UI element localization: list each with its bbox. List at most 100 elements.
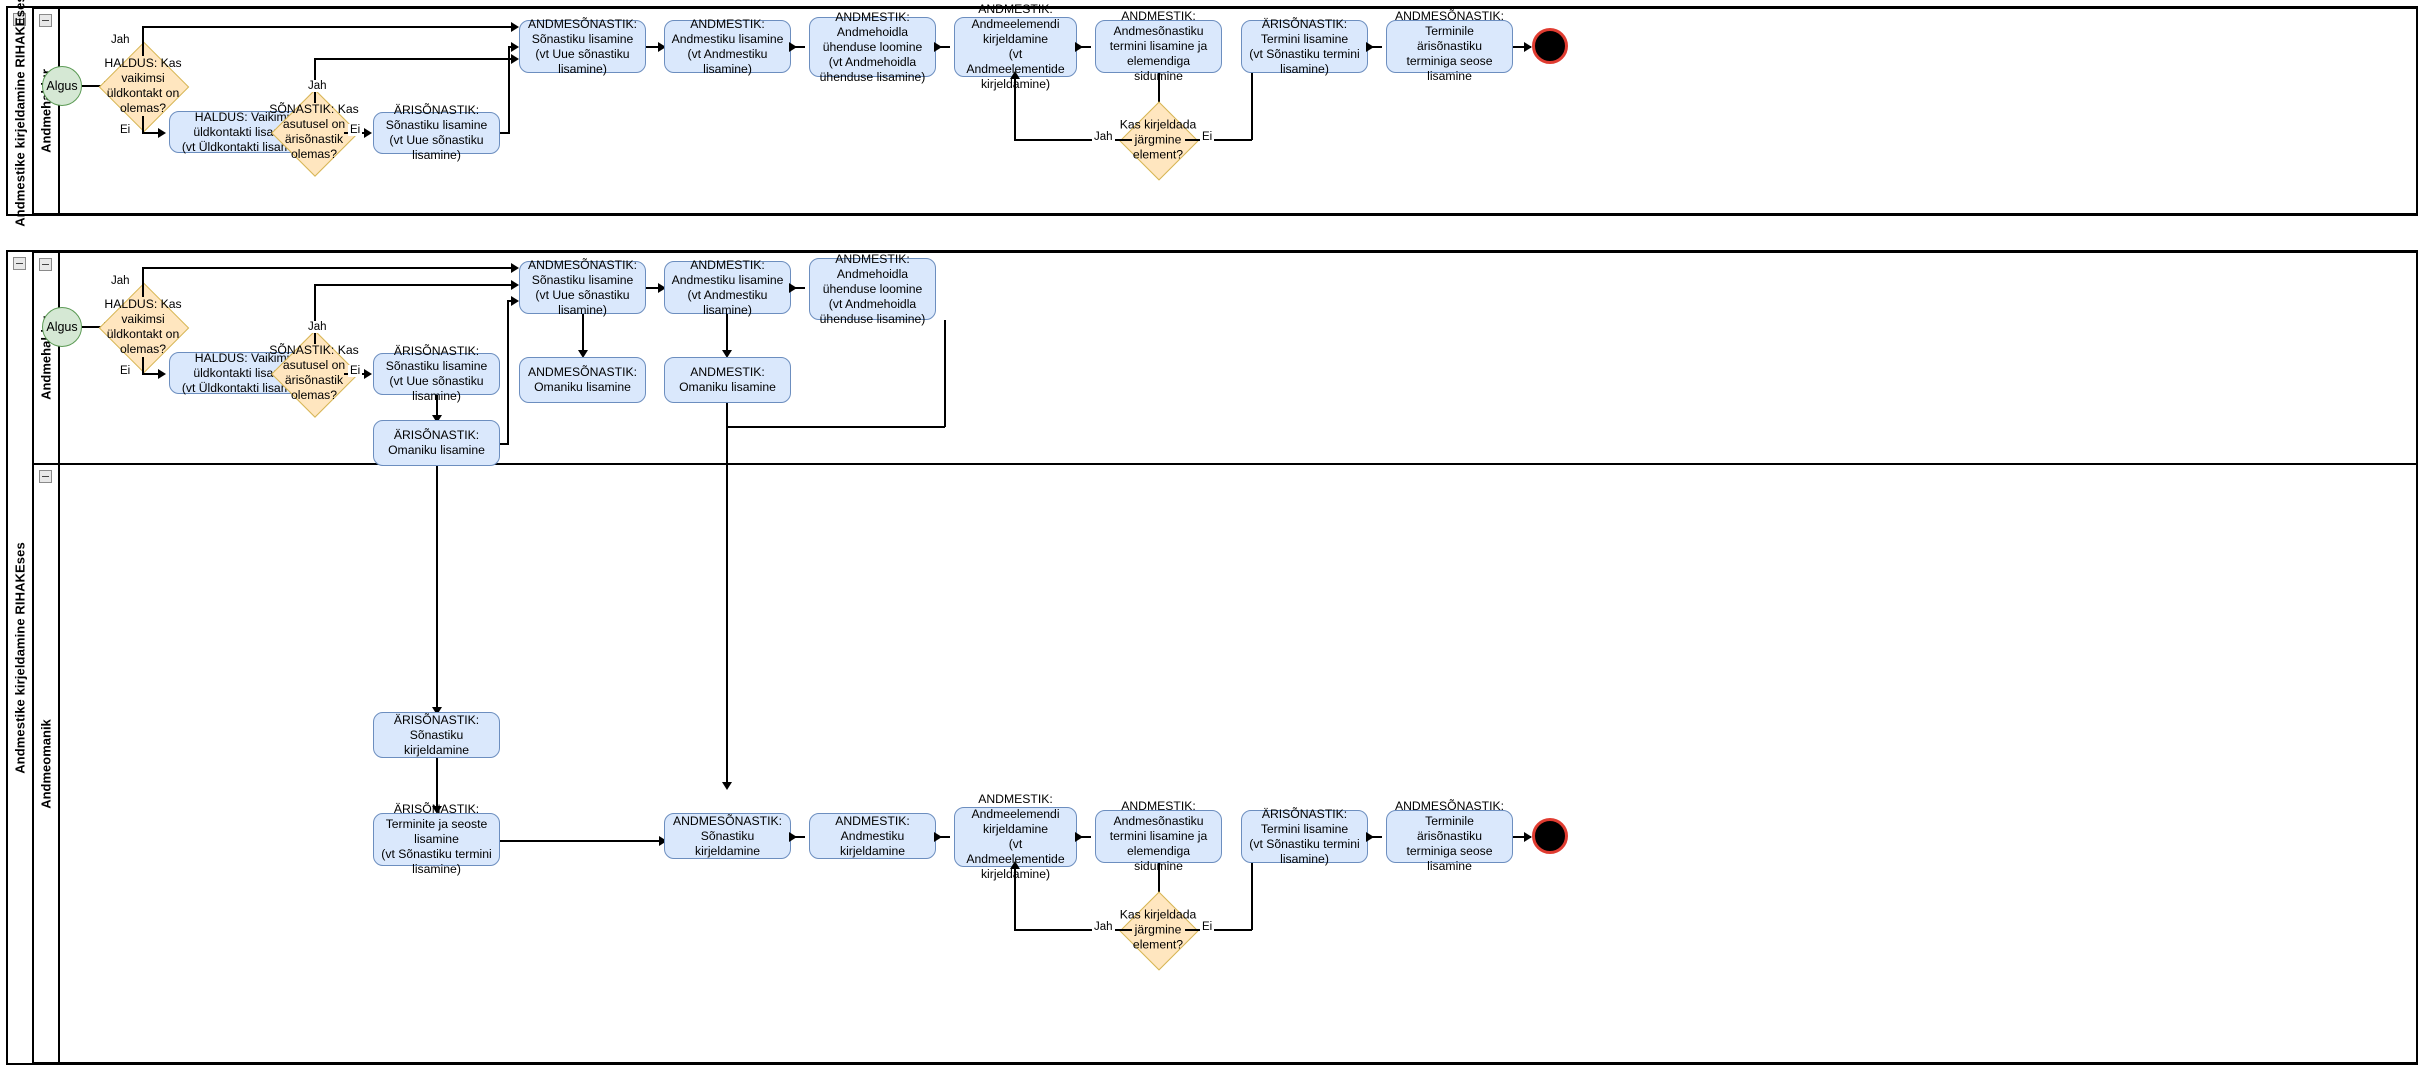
arrowhead (1075, 832, 1083, 842)
gateway-next-element-bottom[interactable]: Kas kirjeldada järgmine element? (1119, 891, 1199, 971)
gateway-next-element-top[interactable]: Kas kirjeldada järgmine element? (1119, 101, 1199, 181)
edge-bizowner-in-bottom (507, 300, 514, 302)
arrowhead (511, 22, 519, 32)
gateway-label: HALDUS: Kas vaikimsi üldkontakt on olema… (104, 56, 182, 115)
lane-bottom-a-title-bar: Andmehaldur (34, 252, 60, 464)
pool-top: Andmestike kirjeldamine RIHAKEses Andmeh… (6, 0, 2418, 227)
lane-bottom-a-collapse-icon[interactable] (39, 258, 52, 271)
end-event-top[interactable] (1532, 28, 1568, 64)
arrowhead (1524, 832, 1532, 842)
edge-gw-next-no-right-top (1185, 139, 1252, 141)
task-dataset-bottom[interactable]: ANDMESTIK: Andmestiku lisamine (vt Andme… (664, 258, 791, 317)
edge-element-to-termbind-bottom (1077, 836, 1091, 838)
arrowhead (658, 283, 666, 293)
task-business-term-top[interactable]: ÄRISÕNASTIK: Termini lisamine (vt Sõnast… (1241, 17, 1368, 76)
edge-gw1-yes-up-bottom (142, 267, 144, 297)
edge-gw1-yes-up-top (142, 26, 144, 56)
edge-gw-next-no-up-bottom (1251, 836, 1253, 930)
pool-bottom: Andmestike kirjeldamine RIHAKEses Andmeh… (6, 250, 2418, 1065)
edge-gw-next-yes-left-bottom (1014, 929, 1132, 931)
edge-bizgloss-out-top (500, 132, 510, 134)
task-describe-element-top[interactable]: ANDMESTIK: Andmeelemendi kirjeldamine (v… (954, 2, 1077, 91)
task-data-glossary-describe-bottom[interactable]: ANDMESÕNASTIK: Sõnastiku kirjeldamine (664, 813, 791, 859)
pool-bottom-title: Andmestike kirjeldamine RIHAKEses (12, 541, 28, 774)
edge-label-no: Ei (348, 124, 363, 136)
edge-bizowner-down-bottom (436, 466, 438, 711)
arrowhead (158, 128, 166, 138)
edge-label-yes: Jah (1092, 921, 1115, 933)
task-warehouse-connection-bottom[interactable]: ANDMESTIK: Andmehoidla ühenduse loomine … (809, 252, 936, 326)
lane-top-title-bar: Andmehaldur (34, 8, 60, 214)
lane-top-collapse-icon[interactable] (39, 14, 52, 27)
task-terms-relations-bottom[interactable]: ÄRISÕNASTIK: Terminite ja seoste lisamin… (373, 802, 500, 876)
task-data-glossary-owner-bottom[interactable]: ANDMESÕNASTIK: Omaniku lisamine (519, 357, 646, 403)
arrowhead (511, 296, 519, 306)
edge-termbind-down-top (1158, 73, 1160, 109)
edge-to-laneb-down-bottom (726, 426, 728, 786)
arrowhead (432, 707, 442, 715)
lane-bottom-b-title: Andmeomanik (38, 718, 54, 809)
edge-bizowner-right-bottom (500, 443, 509, 445)
edge-gw2-yes-right-bottom (314, 284, 513, 286)
edge-label-yes: Jah (109, 275, 132, 287)
arrowhead (511, 280, 519, 290)
task-data-glossary-top[interactable]: ANDMESÕNASTIK: Sõnastiku lisamine (vt Uu… (519, 17, 646, 76)
edge-termbind-down-bottom (1158, 863, 1160, 899)
arrowhead (789, 283, 797, 293)
arrowhead (511, 263, 519, 273)
edge-gw2-yes-up-bottom (314, 284, 316, 344)
task-business-term-bottom[interactable]: ÄRISÕNASTIK: Termini lisamine (vt Sõnast… (1241, 807, 1368, 866)
edge-dataset-to-owner-bottom (726, 314, 728, 354)
task-dataset-top[interactable]: ANDMESTIK: Andmestiku lisamine (vt Andme… (664, 17, 791, 76)
arrowhead (578, 350, 588, 358)
task-data-glossary-bottom[interactable]: ANDMESÕNASTIK: Sõnastiku lisamine (vt Uu… (519, 258, 646, 317)
end-event-bottom[interactable] (1532, 818, 1568, 854)
arrowhead (789, 832, 797, 842)
edge-gw1-no-right-top (142, 132, 160, 134)
lane-bottom-b-collapse-icon[interactable] (39, 470, 52, 483)
edge-dglos-to-owner-bottom (582, 314, 584, 354)
task-dataset-owner-bottom[interactable]: ANDMESTIK: Omaniku lisamine (664, 357, 791, 403)
gateway-default-contact-top[interactable]: HALDUS: Kas vaikimsi üldkontakt on olema… (98, 41, 190, 133)
start-event-top[interactable]: Algus (42, 66, 82, 106)
gateway-has-glossary-top[interactable]: SÕNASTIK: Kas asutusel on ärisõnastik ol… (269, 89, 359, 177)
task-dataset-describe-bottom[interactable]: ANDMESTIK: Andmestiku kirjeldamine (809, 813, 936, 859)
task-business-glossary-describe-bottom[interactable]: ÄRISÕNASTIK: Sõnastiku kirjeldamine (373, 712, 500, 758)
task-term-bind-bottom[interactable]: ANDMESTIK: Andmesõnastiku termini lisami… (1095, 799, 1222, 873)
edge-gw1-yes-right-bottom (142, 267, 513, 269)
gateway-default-contact-bottom[interactable]: HALDUS: Kas vaikimsi üldkontakt on olema… (98, 282, 190, 374)
edge-link-to-end-top (1513, 46, 1531, 48)
gateway-label: HALDUS: Kas vaikimsi üldkontakt on olema… (104, 297, 182, 356)
edge-gw1-yes-right-top (142, 26, 513, 28)
arrowhead (158, 369, 166, 379)
edge-bizowner-up-bottom (507, 300, 509, 444)
edge-gw1-no-down-top (142, 116, 144, 134)
edge-gw-next-no-up-top (1251, 46, 1253, 140)
task-business-glossary-top[interactable]: ÄRISÕNASTIK: Sõnastiku lisamine (vt Uue … (373, 103, 500, 162)
edge-label-no: Ei (118, 365, 133, 377)
pool-bottom-collapse-icon[interactable] (13, 257, 26, 270)
task-business-glossary-bottom[interactable]: ÄRISÕNASTIK: Sõnastiku lisamine (vt Uue … (373, 344, 500, 403)
arrowhead (934, 832, 942, 842)
pool-top-collapse-icon[interactable] (13, 13, 26, 26)
pool-top-title: Andmestike kirjeldamine RIHAKEses (12, 0, 28, 227)
edge-link-to-end-bottom (1513, 836, 1531, 838)
edge-gw-next-no-right-bottom (1185, 929, 1252, 931)
edge-label-no: Ei (1200, 131, 1215, 143)
lane-bottom-b-title-bar: Andmeomanik (34, 464, 60, 1063)
edge-element-to-termbind-top (1077, 46, 1091, 48)
task-warehouse-connection-top[interactable]: ANDMESTIK: Andmehoidla ühenduse loomine … (809, 10, 936, 84)
task-describe-element-bottom[interactable]: ANDMESTIK: Andmeelemendi kirjeldamine (v… (954, 792, 1077, 881)
arrowhead (722, 350, 732, 358)
task-term-link-bottom[interactable]: ANDMESÕNASTIK: Terminile ärisõnastiku te… (1386, 799, 1513, 873)
lane-top-body (60, 8, 2418, 214)
task-term-bind-top[interactable]: ANDMESTIK: Andmesõnastiku termini lisami… (1095, 9, 1222, 83)
task-term-link-top[interactable]: ANDMESÕNASTIK: Terminile ärisõnastiku te… (1386, 9, 1513, 83)
gateway-has-glossary-bottom[interactable]: SÕNASTIK: Kas asutusel on ärisõnastik ol… (269, 330, 359, 418)
arrowhead (934, 42, 942, 52)
edge-gw2-yes-right-top (314, 58, 513, 60)
start-event-bottom[interactable]: Algus (42, 307, 82, 347)
arrowhead (659, 836, 667, 846)
edge-dgdesc-to-dsdesc (791, 836, 805, 838)
task-business-owner-bottom[interactable]: ÄRISÕNASTIK: Omaniku lisamine (373, 420, 500, 466)
